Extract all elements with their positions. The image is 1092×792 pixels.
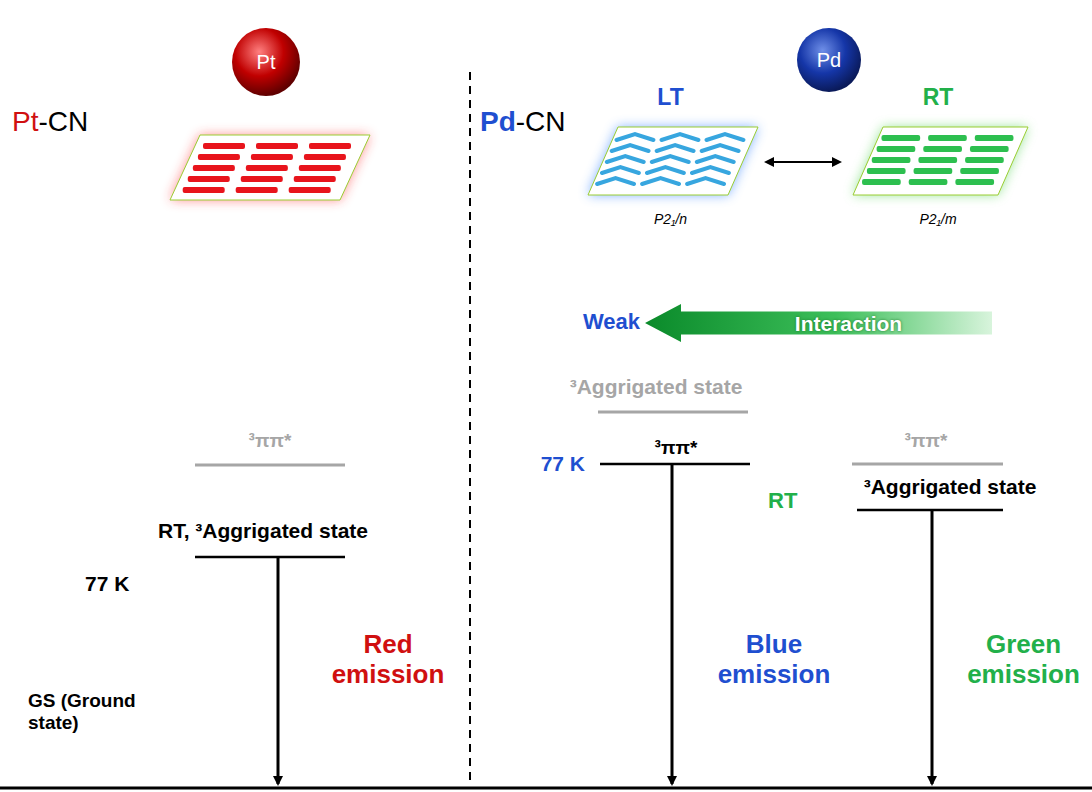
trend-label: Weak <box>583 309 640 334</box>
compound-name: Pt <box>12 106 38 138</box>
level-line <box>195 556 345 559</box>
divider <box>469 72 471 786</box>
level-line <box>852 463 1003 466</box>
phase-heading: LT <box>578 84 763 111</box>
state-label: ³ππ* <box>249 430 292 452</box>
emission-label: Blue emission <box>714 630 834 690</box>
element-sphere: Pt <box>232 28 300 96</box>
temperature-label: 77 K <box>85 572 129 596</box>
interaction-arrow: Interaction <box>645 304 992 342</box>
compound-name: -CN <box>38 106 88 138</box>
ground-state-label: GS (Ground state) <box>28 690 178 734</box>
space-group: P2₁/m <box>843 211 1033 227</box>
space-group: P2₁/n <box>578 211 763 227</box>
level-line <box>857 509 1003 512</box>
packing-panel: LT P2₁/n <box>578 82 763 227</box>
state-label: ³ππ* <box>905 430 948 452</box>
state-label: RT, ³Aggrigated state <box>158 519 368 543</box>
temperature-label: 77 K <box>541 452 585 476</box>
emission-arrow <box>671 464 674 784</box>
emission-label: Red emission <box>328 630 448 690</box>
state-label: ³Aggrigated state <box>864 475 1037 499</box>
element-symbol: Pd <box>817 49 841 72</box>
pt-packing-panel <box>170 135 370 200</box>
emission-label: Green emission <box>961 630 1086 690</box>
element-sphere: Pd <box>797 28 861 92</box>
equilibrium-arrow <box>766 161 840 163</box>
state-label: ³Aggrigated state <box>570 375 743 399</box>
phase-heading: RT <box>843 84 1033 111</box>
compound-name: Pd <box>480 106 516 138</box>
level-line <box>195 464 345 467</box>
packing-panel: RT P2₁/m <box>843 82 1033 227</box>
ground-line <box>0 787 1092 790</box>
element-symbol: Pt <box>257 51 276 74</box>
emission-arrow <box>277 557 280 784</box>
level-line <box>600 463 750 466</box>
emission-arrow <box>931 510 934 784</box>
state-label: ³ππ* <box>655 437 698 459</box>
level-line <box>598 411 748 414</box>
temperature-label: RT <box>768 488 797 513</box>
arrow-label: Interaction <box>735 313 902 334</box>
compound-name: -CN <box>516 106 566 138</box>
